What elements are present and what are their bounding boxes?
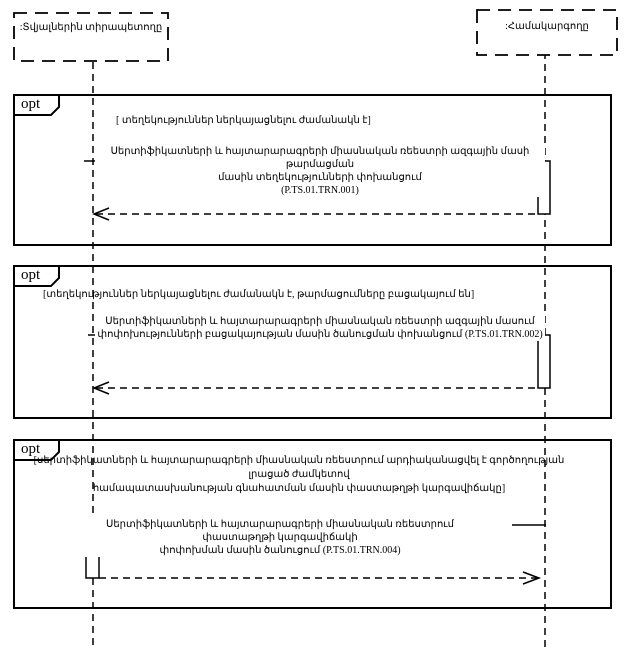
- message-label-2: Սերտիֆիկատների և հայտարարագրերի միասնակա…: [95, 315, 545, 341]
- opt-fragment-1-frame: [13, 94, 612, 246]
- opt-fragment-2-frame: [13, 265, 612, 419]
- opt-fragment-3-frame: [13, 439, 612, 609]
- actor-left-label: :Տվյալներին տիրապետողը: [19, 22, 163, 33]
- activation-bar-2: [537, 334, 551, 389]
- actor-left-box: [13, 12, 169, 62]
- opt-operator-3: opt: [21, 441, 41, 457]
- reply-1-arrowhead: [91, 207, 110, 221]
- opt-fragment-3-pentagon: [14, 440, 60, 461]
- opt-fragment-2-pentagon: [14, 266, 60, 287]
- reply-3-arrowhead: [522, 571, 542, 585]
- guard-condition-3: [սերտիֆիկատների և հայտարարագրերի միասնակ…: [33, 455, 565, 494]
- opt-fragment-1-pentagon: [14, 95, 60, 116]
- message-label-3: Սերտիֆիկատների և հայտարարագրերի միասնակա…: [85, 518, 475, 557]
- reply-2-arrowhead: [91, 381, 110, 395]
- actor-right-label: :Համակարգողը: [505, 21, 589, 32]
- opt-operator-2: opt: [21, 267, 41, 283]
- guard-condition-1: [ տեղեկություններ ներկայացնելու ժամանակն…: [116, 115, 371, 126]
- actor-right-box: [476, 9, 618, 56]
- message-label-1: Սերտիֆիկատների և հայտարարագրերի միասնակա…: [95, 145, 545, 197]
- guard-condition-2: [տեղեկություններ ներկայացնելու ժամանակն …: [43, 289, 475, 300]
- opt-operator-1: opt: [21, 96, 41, 112]
